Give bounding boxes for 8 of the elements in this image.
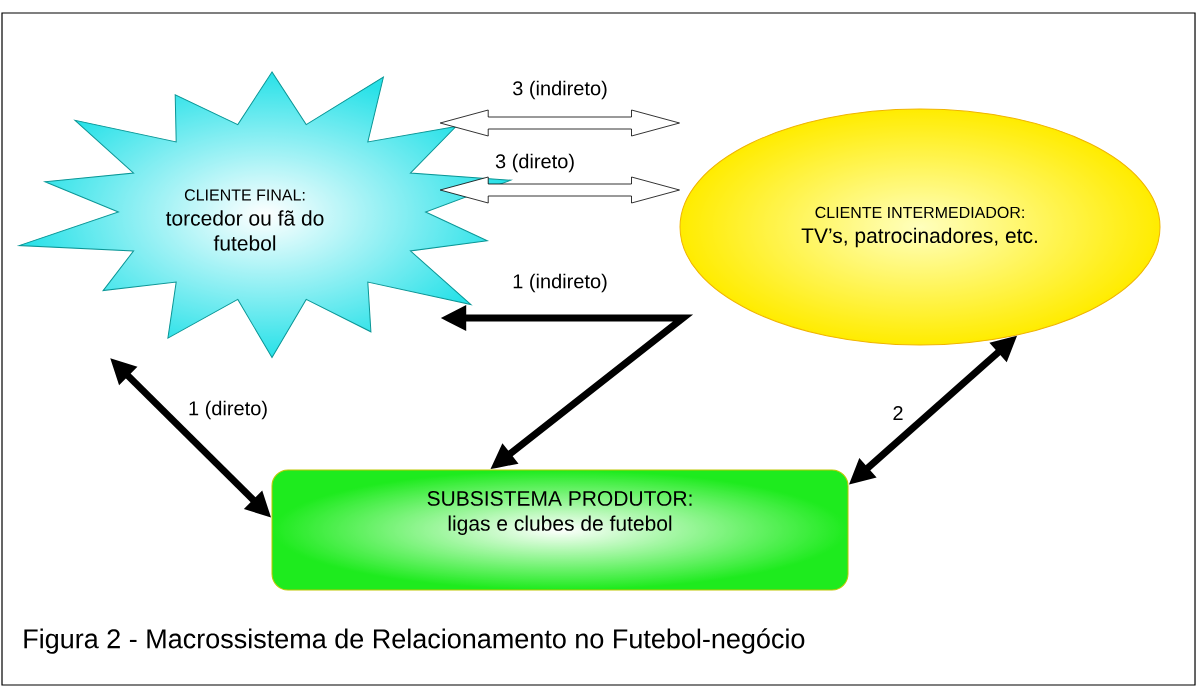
edge-label: 1 (indireto) — [511, 272, 609, 294]
edge-label: 1 (direto) — [187, 399, 269, 421]
arrow — [439, 176, 680, 204]
rounded-box: SUBSISTEMA PRODUTOR: ligas e clubes de futebol — [271, 469, 849, 591]
edge-label: 3 (indireto) — [511, 79, 609, 101]
edge-label: 2 — [891, 405, 905, 421]
arrow — [439, 109, 680, 137]
caption: Figura 2 - Macrossistema de Relacionamento no Futebol-negócio — [24, 628, 805, 654]
